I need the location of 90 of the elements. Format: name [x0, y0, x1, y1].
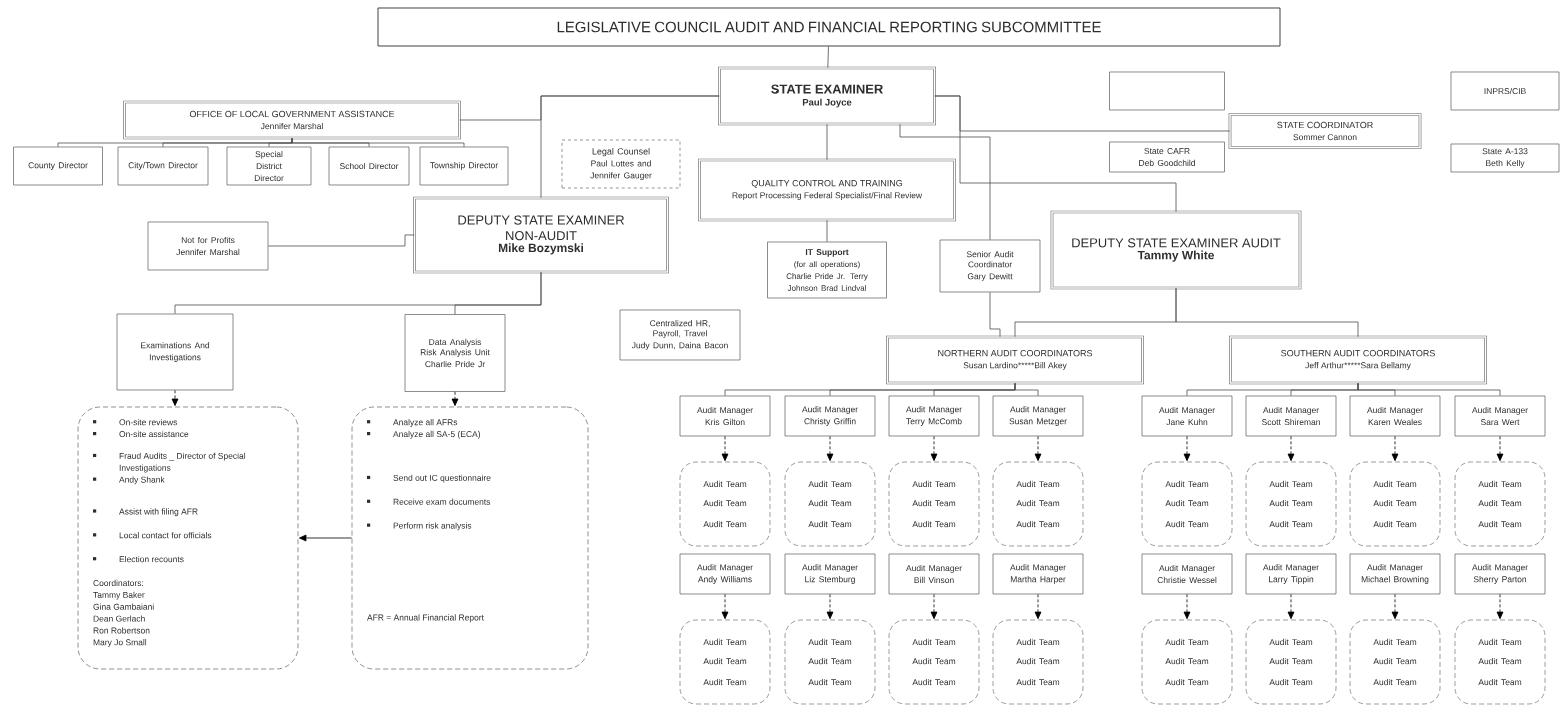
task-list-box: Analyze all AFRs Analyze all SA-5 (ECA) Send out IC questionnaire Receive exam documents Perform risk analysis AFR = Annual Financial Report — [351, 406, 589, 670]
arrow — [1391, 593, 1399, 620]
coordinator-box: NORTHERN AUDIT COORDINATORS Susan Lardino*****Bill Akey — [886, 335, 1144, 385]
audit-team-box: Audit Team Audit Team Audit Team — [1349, 619, 1441, 705]
unit-box: Data Analysis Risk Analysis Unit Charlie Pride Jr — [404, 314, 506, 392]
audit-team-box: Audit Team Audit Team Audit Team — [784, 461, 876, 547]
director-box: County Director — [13, 146, 103, 186]
audit-team-box: Audit Team Audit Team Audit Team — [1349, 461, 1441, 547]
arrow — [930, 435, 938, 462]
audit-team-box: Audit Team Audit Team Audit Team — [679, 461, 771, 547]
manager-box: Audit Manager Scott Shireman — [1245, 395, 1337, 437]
arrow — [930, 593, 938, 620]
director-box: Special District Director — [226, 146, 312, 186]
manager-box: Audit Manager Bill Vinson — [888, 553, 980, 595]
task-list-box: On-site reviews On-site assistance Fraud Audits _ Director of Special Investigations Andy Shank Assist with filing AFR Local contact for officials Election recounts Coordinators: Tammy Baker Gina Gambaiani Dean Gerlach Ron Robertson Mary Jo Small — [77, 406, 299, 670]
deputy-box: DEPUTY STATE EXAMINER NON-AUDIT Mike Bozymski — [413, 196, 669, 274]
manager-box: Audit Manager Christie Wessel — [1141, 553, 1233, 595]
arrow — [1287, 435, 1295, 462]
manager-box: Audit Manager Martha Harper — [992, 553, 1084, 595]
audit-team-box: Audit Team Audit Team Audit Team — [784, 619, 876, 705]
arrow — [1496, 435, 1504, 462]
arrow — [1183, 593, 1191, 620]
audit-team-box: Audit Team Audit Team Audit Team — [1245, 619, 1337, 705]
audit-team-box: Audit Team Audit Team Audit Team — [992, 619, 1084, 705]
connector-line — [291, 137, 465, 148]
arrow — [299, 534, 352, 542]
manager-box: Audit Manager Sara Wert — [1454, 395, 1546, 437]
coordinator-box: SOUTHERN AUDIT COORDINATORS Jeff Arthur*****Sara Bellamy — [1229, 335, 1487, 385]
connector-line — [267, 234, 415, 247]
arrow — [721, 435, 729, 462]
unit-box: INPRS/CIB — [1450, 71, 1560, 111]
manager-box: Audit Manager Jane Kuhn — [1141, 395, 1233, 437]
arrow — [826, 593, 834, 620]
connector-line — [899, 123, 991, 241]
audit-team-box: Audit Team Audit Team Audit Team — [992, 461, 1084, 547]
audit-team-box: Audit Team Audit Team Audit Team — [1245, 461, 1337, 547]
unit-box: QUALITY CONTROL AND TRAINING Report Processing Federal Specialist/Final Review — [698, 158, 956, 222]
arrow — [1496, 593, 1504, 620]
arrow — [451, 391, 459, 406]
manager-box: Audit Manager Susan Metzger — [992, 395, 1084, 437]
unit-box: Senior Audit Coordinator Gary Dewitt — [939, 239, 1041, 293]
audit-team-box: Audit Team Audit Team Audit Team — [1454, 461, 1546, 547]
connector-line — [826, 219, 828, 243]
title-box: LEGISLATIVE COUNCIL AUDIT AND FINANCIAL REPORTING SUBCOMMITTEE — [377, 7, 1281, 47]
connector-line — [989, 291, 1001, 338]
office-box: OFFICE OF LOCAL GOVERNMENT ASSISTANCE Jennifer Marshal — [123, 100, 461, 140]
manager-box: Audit Manager Christy Griffin — [784, 395, 876, 437]
unit-box: Not for Profits Jennifer Marshal — [147, 221, 269, 271]
examiner-box: STATE EXAMINER Paul Joyce — [718, 66, 936, 126]
arrow — [1287, 593, 1295, 620]
audit-team-box: Audit Team Audit Team Audit Team — [679, 619, 771, 705]
director-box: Township Director — [419, 146, 509, 186]
manager-box: Audit Manager Karen Weales — [1349, 395, 1441, 437]
manager-box: Audit Manager Kris Gilton — [679, 395, 771, 437]
connector-line — [1357, 382, 1501, 397]
audit-team-box: Audit Team Audit Team Audit Team — [1141, 461, 1233, 547]
audit-team-box: Audit Team Audit Team Audit Team — [1141, 619, 1233, 705]
arrow — [1391, 435, 1399, 462]
deputy-box: DEPUTY STATE EXAMINER AUDIT Tammy White — [1050, 210, 1302, 290]
manager-box: Audit Manager Liz Stemburg — [784, 553, 876, 595]
unit-box: Examinations And Investigations — [116, 313, 234, 391]
connector-line — [1175, 287, 1359, 338]
arrow — [1183, 435, 1191, 462]
empty-box — [1109, 71, 1225, 111]
audit-team-box: Audit Team Audit Team Audit Team — [888, 619, 980, 705]
connector-line — [934, 95, 1231, 132]
unit-box: Centralized HR, Payroll, Travel Judy Dunn, Daina Bacon — [619, 309, 741, 361]
coordinator-box: STATE COORDINATOR Sommer Cannon — [1228, 113, 1422, 149]
unit-box: State CAFR Deb Goodchild — [1109, 141, 1225, 173]
unit-box: State A-133 Beth Kelly — [1450, 143, 1560, 173]
counsel-box: Legal Counsel Paul Lottes and Jennifer Gauger — [561, 139, 681, 189]
audit-team-box: Audit Team Audit Team Audit Team — [1454, 619, 1546, 705]
arrow — [171, 389, 179, 406]
audit-team-box: Audit Team Audit Team Audit Team — [888, 461, 980, 547]
manager-box: Audit Manager Terry McComb — [888, 395, 980, 437]
manager-box: Audit Manager Larry Tippin — [1245, 553, 1337, 595]
manager-box: Audit Manager Sherry Parton — [1454, 553, 1546, 595]
manager-box: Audit Manager Michael Browning — [1349, 553, 1441, 595]
arrow — [1034, 435, 1042, 462]
arrow — [721, 593, 729, 620]
director-box: School Director — [328, 146, 410, 186]
connector-line — [1014, 382, 1039, 397]
director-box: City/Town Director — [117, 146, 209, 186]
connector-line — [454, 271, 542, 315]
connector-line — [540, 95, 720, 199]
connector-line — [827, 46, 829, 69]
arrow — [826, 435, 834, 462]
arrow — [1034, 593, 1042, 620]
connector-line — [826, 123, 828, 161]
manager-box: Audit Manager Andy Williams — [679, 553, 771, 595]
